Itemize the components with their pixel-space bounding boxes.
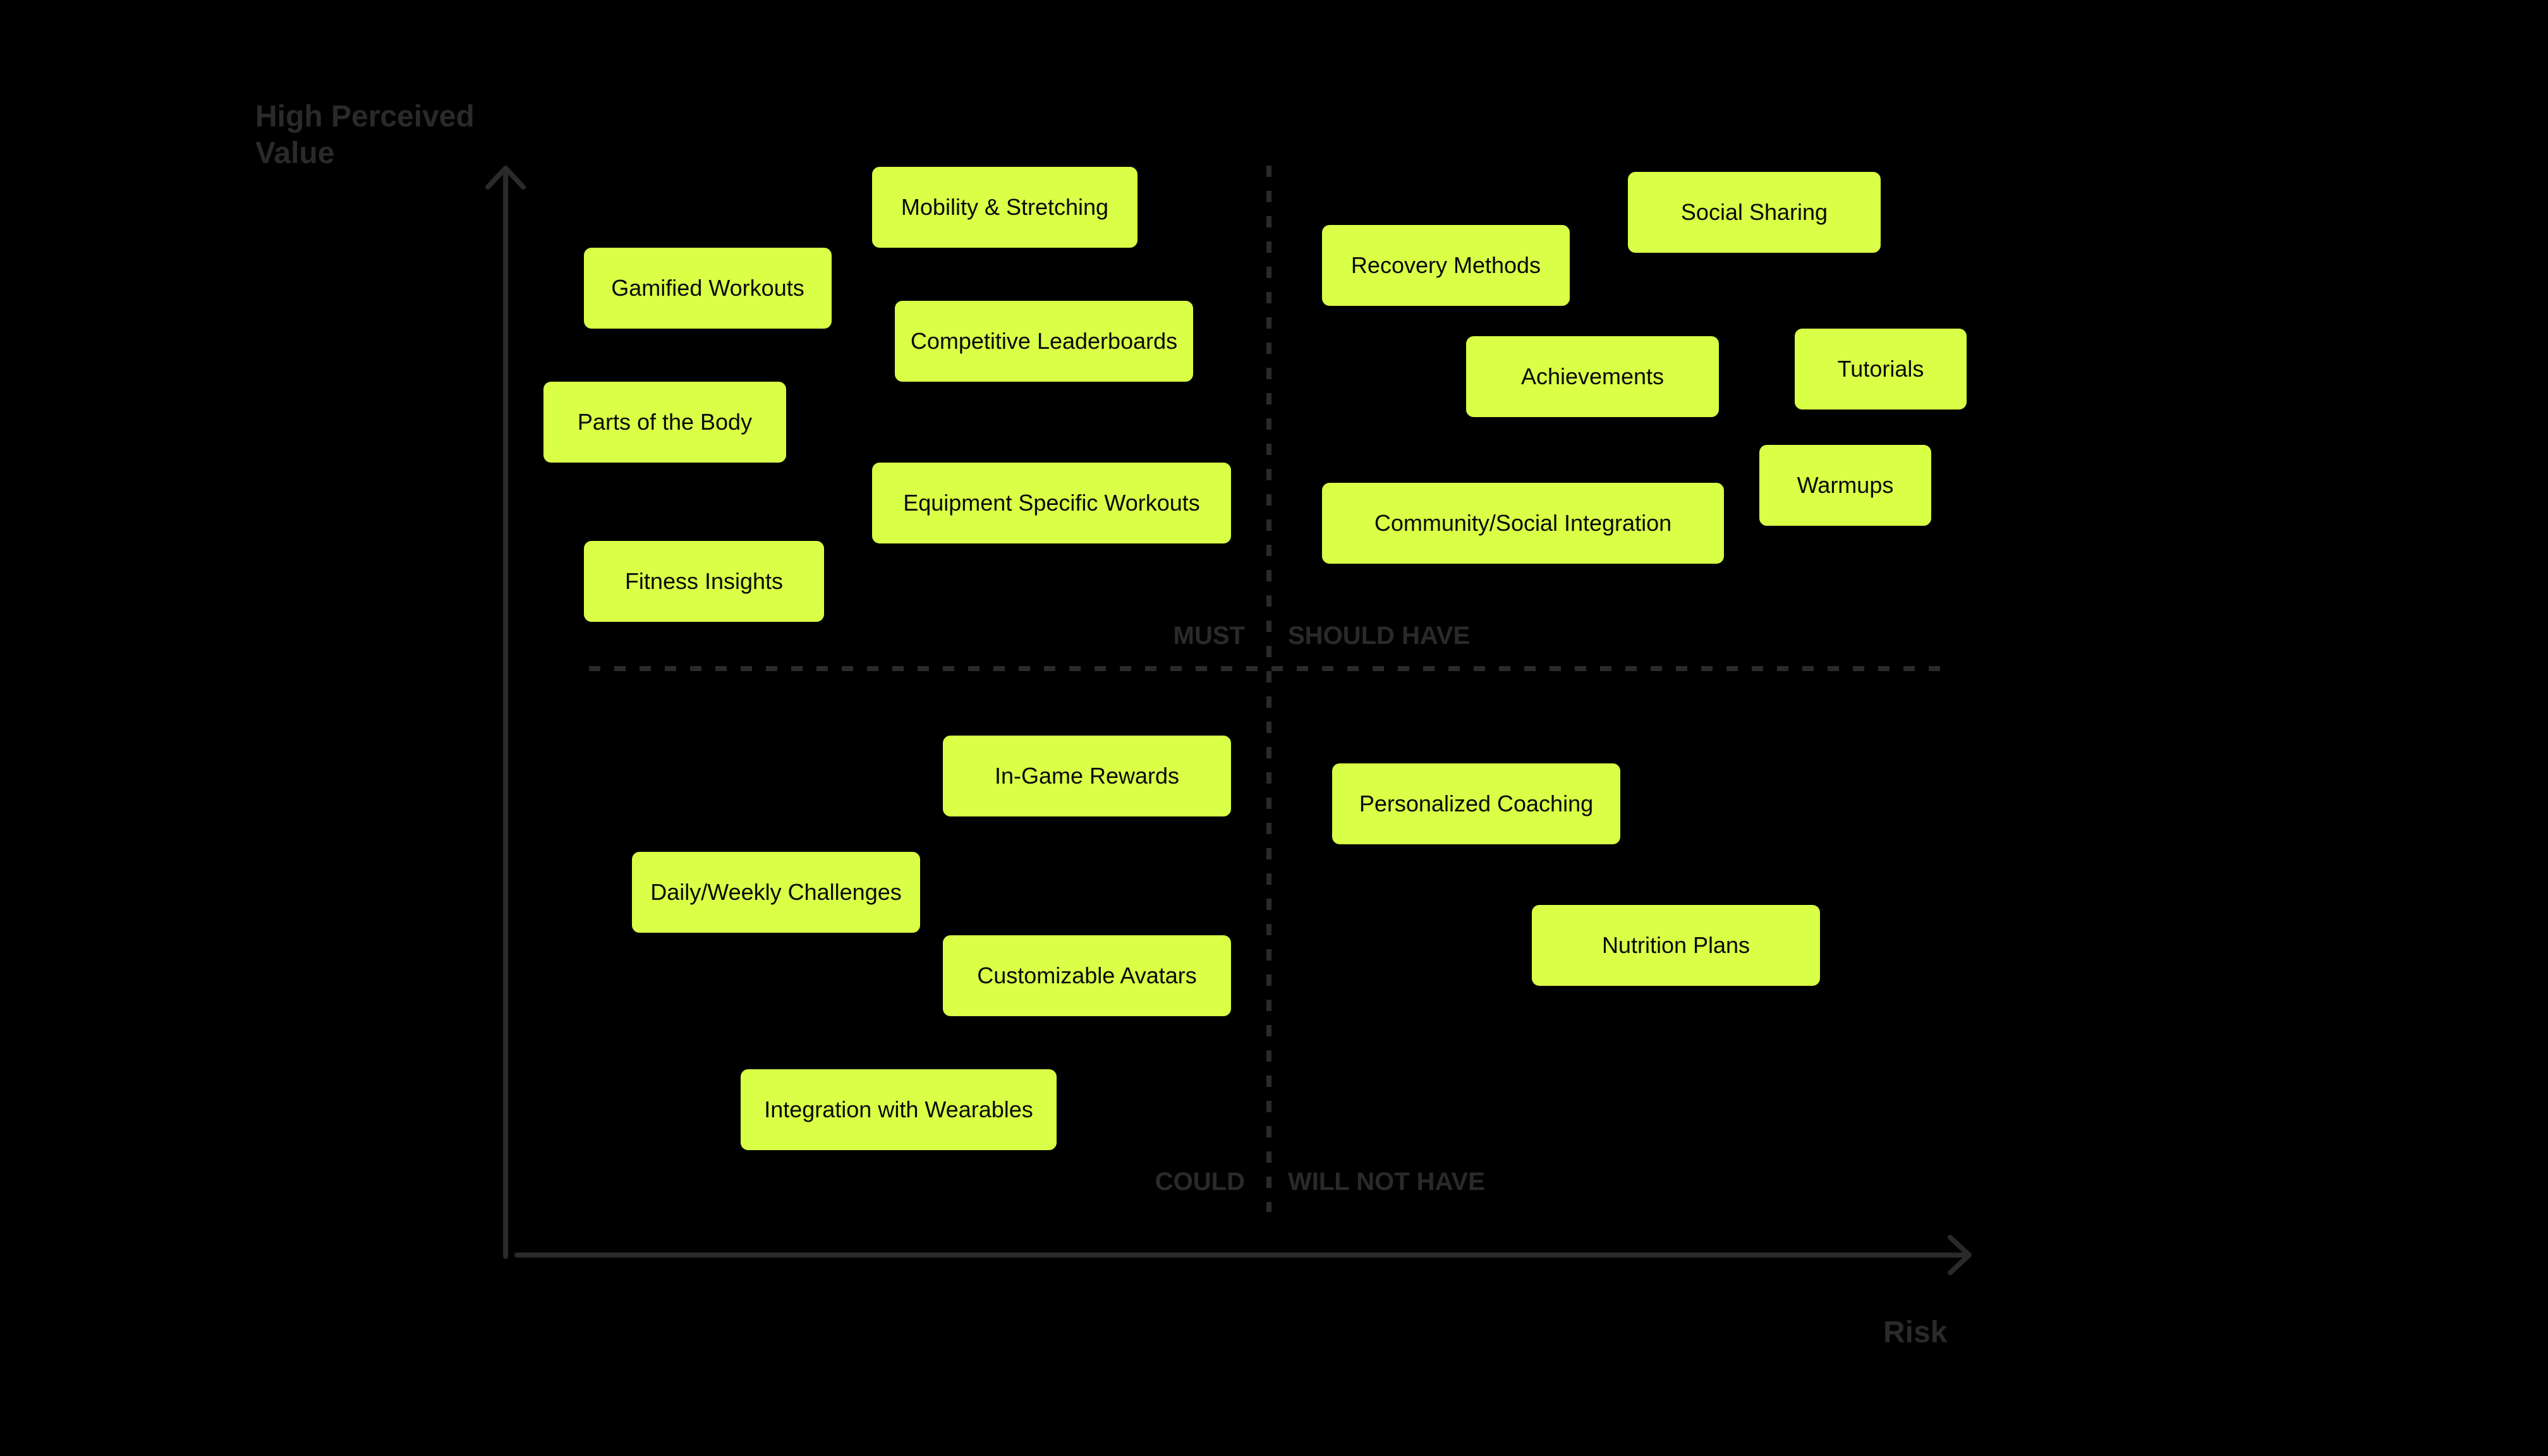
y-axis-arrowhead — [485, 166, 526, 190]
sticky-note-community-social-integration[interactable]: Community/Social Integration — [1322, 483, 1724, 564]
sticky-note-fitness-insights[interactable]: Fitness Insights — [584, 541, 824, 622]
sticky-note-daily-weekly-challenges[interactable]: Daily/Weekly Challenges — [632, 852, 920, 933]
sticky-note-warmups[interactable]: Warmups — [1759, 445, 1931, 526]
sticky-note-parts-of-the-body[interactable]: Parts of the Body — [543, 382, 786, 463]
quadrant-label-should-have: SHOULD HAVE — [1288, 622, 1471, 650]
sticky-note-customizable-avatars[interactable]: Customizable Avatars — [943, 935, 1231, 1016]
sticky-note-recovery-methods[interactable]: Recovery Methods — [1322, 225, 1570, 306]
sticky-note-nutrition-plans[interactable]: Nutrition Plans — [1532, 905, 1820, 986]
quadrant-label-must: MUST — [1173, 622, 1245, 650]
x-axis-arrowhead — [1948, 1235, 1972, 1275]
x-axis-title: Risk — [1883, 1316, 1948, 1349]
sticky-note-equipment-specific-workouts[interactable]: Equipment Specific Workouts — [872, 463, 1231, 543]
quadrant-label-could: COULD — [1155, 1168, 1245, 1196]
quadrant-label-will-not-have: WILL NOT HAVE — [1288, 1168, 1485, 1196]
sticky-note-integration-with-wearables[interactable]: Integration with Wearables — [741, 1069, 1057, 1150]
sticky-note-in-game-rewards[interactable]: In-Game Rewards — [943, 736, 1231, 816]
sticky-note-tutorials[interactable]: Tutorials — [1795, 329, 1967, 410]
sticky-note-gamified-workouts[interactable]: Gamified Workouts — [584, 248, 832, 329]
sticky-note-mobility-stretching[interactable]: Mobility & Stretching — [872, 167, 1138, 248]
sticky-note-personalized-coaching[interactable]: Personalized Coaching — [1332, 763, 1620, 844]
sticky-note-competitive-leaderboards[interactable]: Competitive Leaderboards — [895, 301, 1193, 382]
sticky-note-social-sharing[interactable]: Social Sharing — [1628, 172, 1881, 253]
sticky-note-achievements[interactable]: Achievements — [1466, 336, 1719, 417]
y-axis-title: High Perceived Value — [255, 100, 475, 170]
